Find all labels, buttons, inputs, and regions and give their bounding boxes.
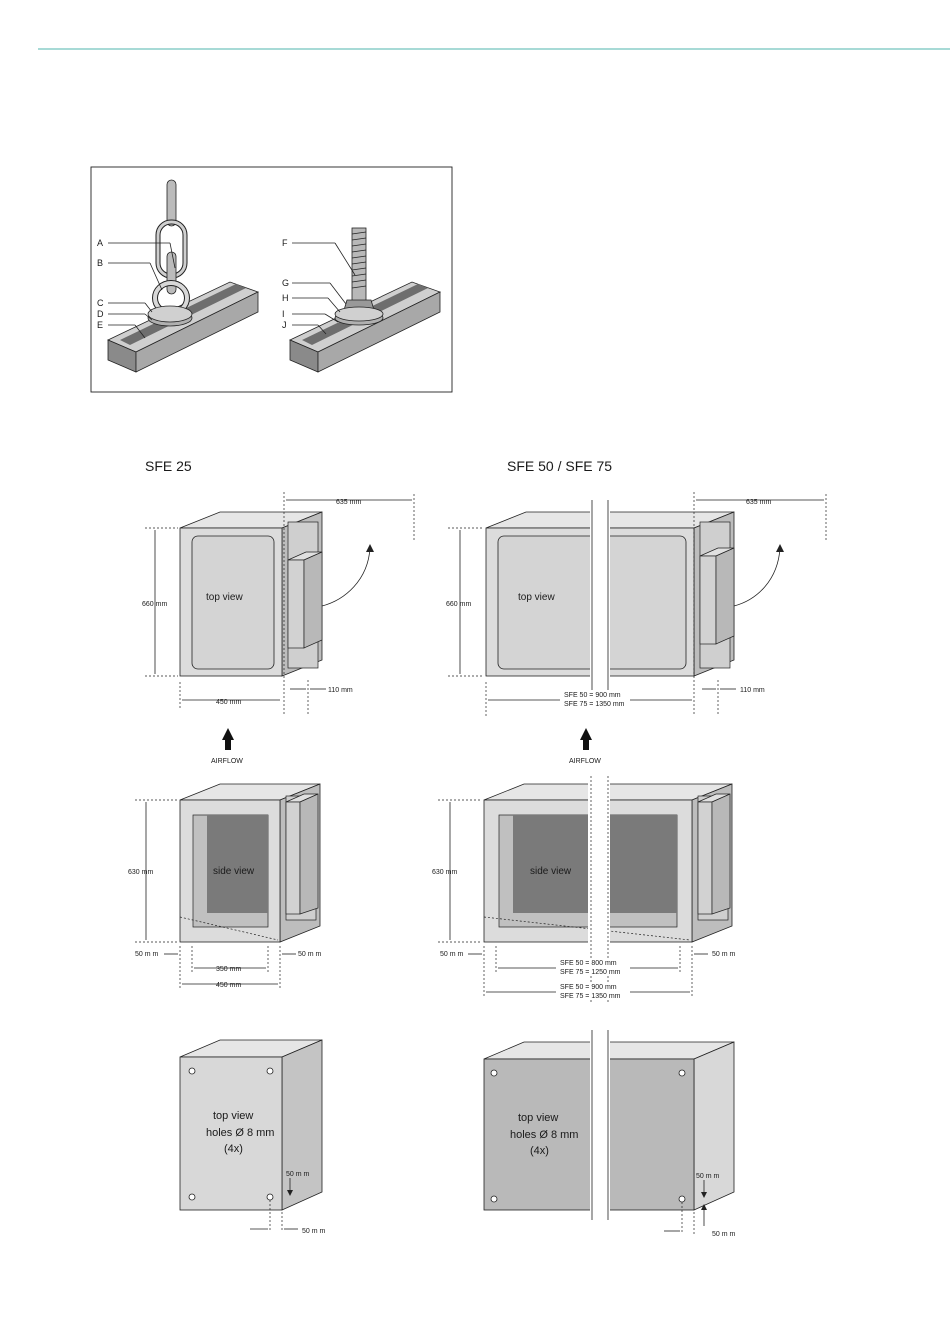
sfe25-top-view: top view — [179, 511, 374, 677]
sfe25-dim-50-vert: 50 m m — [286, 1171, 310, 1178]
callout-j: J — [282, 320, 287, 330]
sfe50-side-label: side view — [530, 866, 572, 877]
sfe50-holes-view: top view holes Ø 8 mm (4x) 50 m m 50 m m — [483, 1030, 736, 1238]
callout-f: F — [282, 238, 288, 248]
airflow-label-right: AIRFLOW — [569, 758, 601, 765]
sfe25-dim-110: 110 mm — [328, 687, 353, 694]
sfe50-side-dims: 630 mm 50 m m 50 m m SFE 50 = 800 mm SFE… — [432, 799, 736, 1000]
heading-sfe25: SFE 25 — [145, 458, 192, 474]
sfe25-side-label: side view — [213, 866, 255, 877]
sfe25-dim-50-right: 50 m m — [298, 951, 322, 958]
sfe25-dim-450-top: 450 mm — [216, 699, 241, 706]
sfe50-dim-50-left: 50 m m — [440, 951, 464, 958]
sfe50-dim-635: 635 mm — [746, 499, 771, 506]
callout-h: H — [282, 293, 289, 303]
sfe25-top-label: top view — [206, 592, 243, 603]
mount-hole-icon — [188, 1067, 196, 1075]
sfe50-dim-110: 110 mm — [740, 687, 765, 694]
mount-hole-icon — [490, 1195, 498, 1203]
sfe50-holes-line1: top view — [518, 1112, 558, 1124]
sfe25-dim-350: 350 mm — [216, 966, 241, 973]
airflow-right: AIRFLOW — [569, 728, 601, 765]
airflow-left: AIRFLOW — [211, 728, 243, 765]
callout-g: G — [282, 278, 289, 288]
callouts-left — [108, 242, 176, 339]
sfe25-dim-635: 635 mm — [336, 499, 361, 506]
sfe25-dim-660: 660 mm — [142, 601, 167, 608]
sfe50-side-view: side view — [483, 776, 733, 1002]
sfe25-side-view: side view — [179, 783, 321, 943]
callout-i: I — [282, 309, 285, 319]
mount-hole-icon — [266, 1067, 274, 1075]
sfe50-dim-900-a: SFE 50 = 900 mm — [564, 692, 621, 699]
sfe50-dim-50-vert: 50 m m — [696, 1173, 720, 1180]
callout-c: C — [97, 298, 104, 308]
sfe50-top-label: top view — [518, 592, 555, 603]
sfe25-top-dims: 635 mm 660 mm 450 mm 110 mm — [142, 492, 415, 716]
sfe50-dim-50-right: 50 m m — [712, 951, 736, 958]
airflow-arrow-icon — [580, 728, 592, 750]
sfe25-holes-line3: (4x) — [224, 1143, 243, 1155]
sfe50-dim-800-b: SFE 75 = 1250 mm — [560, 969, 621, 976]
mount-hole-icon — [188, 1193, 196, 1201]
callout-e: E — [97, 320, 103, 330]
callouts-right — [292, 242, 356, 335]
sfe50-top-view: top view — [485, 500, 784, 690]
mount-hole-icon — [266, 1193, 274, 1201]
sfe50-dim-900-side-a: SFE 50 = 900 mm — [560, 984, 617, 991]
heading-sfe50: SFE 50 / SFE 75 — [507, 458, 612, 474]
mount-hole-icon — [678, 1195, 686, 1203]
callout-a: A — [97, 238, 103, 248]
callout-d: D — [97, 309, 104, 319]
sfe25-dim-50-horiz: 50 m m — [302, 1228, 326, 1235]
sfe50-top-dims: 635 mm 660 mm SFE 50 = 900 mm SFE 75 = 1… — [446, 492, 827, 716]
sfe50-dim-660: 660 mm — [446, 601, 471, 608]
sfe50-dim-900-b: SFE 75 = 1350 mm — [564, 701, 625, 708]
mount-hole-icon — [490, 1069, 498, 1077]
chain — [155, 179, 188, 295]
sfe25-dim-450-side: 450 mm — [216, 982, 241, 989]
callout-b: B — [97, 258, 103, 268]
airflow-arrow-icon — [222, 728, 234, 750]
mount-hole-icon — [678, 1069, 686, 1077]
airflow-label-left: AIRFLOW — [211, 758, 243, 765]
sfe50-holes-line3: (4x) — [530, 1145, 549, 1157]
sfe50-dim-50-horiz: 50 m m — [712, 1231, 736, 1238]
sfe50-dim-630: 630 mm — [432, 869, 457, 876]
sfe50-dim-900-side-b: SFE 75 = 1350 mm — [560, 993, 621, 1000]
threaded-rod — [334, 227, 384, 326]
sfe25-holes-line1: top view — [213, 1110, 253, 1122]
sfe25-holes-line2: holes Ø 8 mm — [206, 1127, 274, 1139]
sfe25-side-dims: 630 mm 50 m m 50 m m 350 mm 450 mm — [128, 799, 322, 990]
eye-bolt — [147, 280, 193, 327]
sfe50-dim-800-a: SFE 50 = 800 mm — [560, 960, 617, 967]
sfe50-holes-line2: holes Ø 8 mm — [510, 1129, 578, 1141]
sfe25-holes-view: top view holes Ø 8 mm (4x) 50 m m 50 m m — [179, 1039, 326, 1235]
sfe25-dim-630: 630 mm — [128, 869, 153, 876]
sfe25-dim-50-left: 50 m m — [135, 951, 159, 958]
lifting-detail: A B C D E F G H I J — [90, 166, 453, 393]
